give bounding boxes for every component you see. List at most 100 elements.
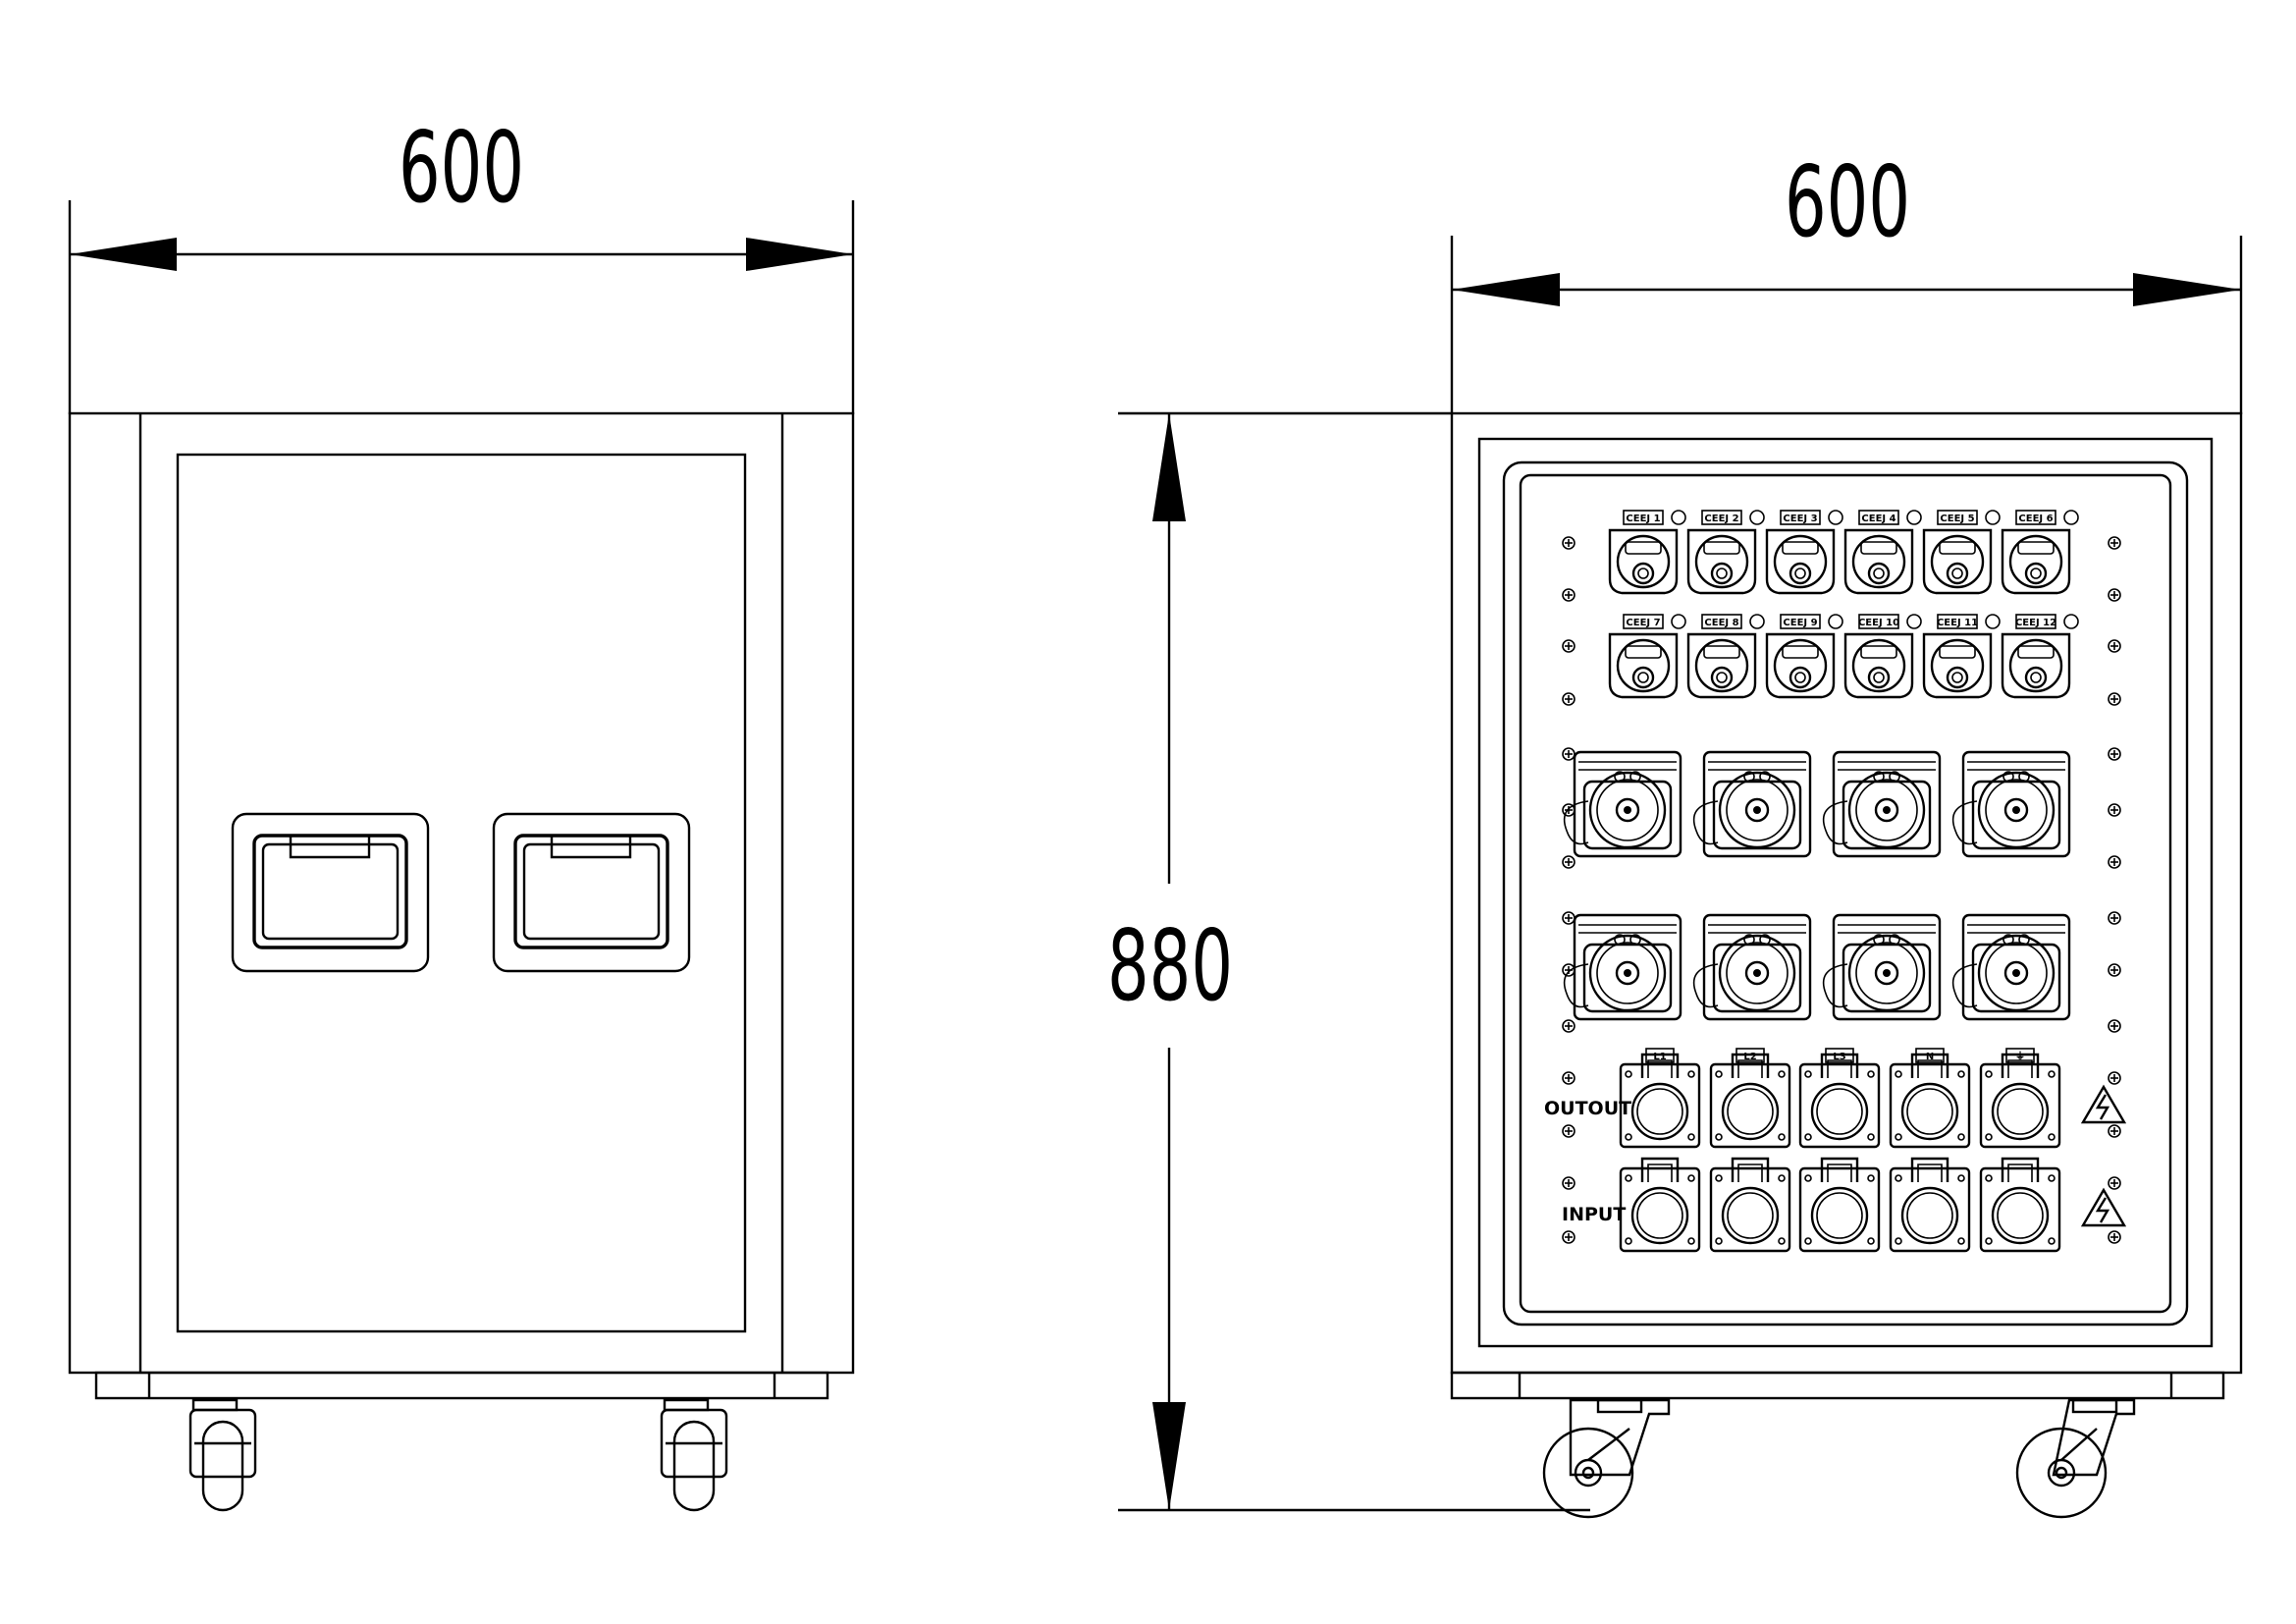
screw-icon: [2108, 855, 2121, 869]
screw-icon: [2108, 747, 2121, 761]
powerlock-socket[interactable]: [1951, 913, 2071, 1021]
ceeform-socket[interactable]: CEEJ 9: [1765, 614, 1843, 699]
ceeform-socket[interactable]: CEEJ 6: [2001, 510, 2079, 595]
arrow-head-icon: [1452, 273, 1560, 306]
ceeform-socket[interactable]: CEEJ 10: [1843, 614, 1922, 699]
output-socket[interactable]: L1: [1619, 1048, 1701, 1149]
ceeform-label: CEEJ 12: [2015, 618, 2056, 628]
handle-right: [492, 812, 691, 973]
connector-label: L3: [1833, 1052, 1845, 1062]
ceeform-socket[interactable]: CEEJ 7: [1608, 614, 1686, 699]
side-panel: [176, 453, 747, 1333]
arrow-head-icon: [70, 238, 177, 271]
ceeform-socket[interactable]: CEEJ 11: [1922, 614, 2001, 699]
right-width-dimension: 600: [1450, 144, 2243, 414]
screw-icon: [1562, 963, 1575, 977]
screw-icon: [2108, 588, 2121, 602]
caster-right: [660, 1398, 728, 1512]
left-width-label: 600: [399, 110, 524, 225]
input-socket[interactable]: [1709, 1157, 1791, 1253]
ceeform-label: CEEJ 1: [1626, 514, 1660, 524]
output-socket[interactable]: ⏚: [1979, 1048, 2061, 1149]
screw-icon: [1562, 639, 1575, 653]
ceeform-socket[interactable]: CEEJ 8: [1686, 614, 1765, 699]
arrow-head-icon: [1152, 413, 1186, 521]
warning-icon: [2080, 1187, 2127, 1227]
indicator-icon: [1749, 614, 1765, 629]
panel-screws: [1562, 536, 2121, 1244]
ceeform-socket[interactable]: CEEJ 1: [1608, 510, 1686, 595]
screw-icon: [1562, 747, 1575, 761]
ceeform-label: CEEJ 10: [1858, 618, 1899, 628]
input-socket[interactable]: [1889, 1157, 1971, 1253]
ceeform-label: CEEJ 6: [2018, 514, 2053, 524]
output-socket[interactable]: N: [1889, 1048, 1971, 1149]
powerlock-socket[interactable]: [1822, 750, 1942, 858]
arrow-head-icon: [746, 238, 853, 271]
powerlock-socket[interactable]: [1951, 750, 2071, 858]
screw-icon: [1562, 1176, 1575, 1190]
powerlock-socket[interactable]: [1563, 750, 1682, 858]
right-width-label: 600: [1785, 144, 1910, 259]
screw-icon: [1562, 588, 1575, 602]
ceeform-label: CEEJ 2: [1704, 514, 1738, 524]
powerlock-sockets: [1563, 750, 2071, 1021]
indicator-icon: [1671, 510, 1686, 525]
ceeform-socket[interactable]: CEEJ 4: [1843, 510, 1922, 595]
io-sockets: L1 L2 L3 N⏚: [1619, 1048, 2061, 1253]
screw-icon: [2108, 803, 2121, 817]
connector-label: L2: [1743, 1052, 1756, 1062]
indicator-icon: [1749, 510, 1765, 525]
screw-icon: [1562, 855, 1575, 869]
side-view: 600: [68, 110, 855, 1512]
screw-icon: [2108, 1124, 2121, 1138]
output-socket[interactable]: L3: [1798, 1048, 1881, 1149]
screw-icon: [1562, 1124, 1575, 1138]
case-body: [68, 411, 855, 1375]
indicator-icon: [1671, 614, 1686, 629]
front-bezel: [1502, 460, 2189, 1326]
powerlock-socket[interactable]: [1692, 750, 1812, 858]
ceeform-label: CEEJ 8: [1704, 618, 1738, 628]
front-base: [1450, 1371, 2225, 1400]
powerlock-socket[interactable]: [1563, 913, 1682, 1021]
screw-icon: [2108, 639, 2121, 653]
output-socket[interactable]: L2: [1709, 1048, 1791, 1149]
screw-icon: [2108, 911, 2121, 925]
screw-icon: [1562, 1019, 1575, 1033]
screw-icon: [2108, 1176, 2121, 1190]
ceeform-label: CEEJ 5: [1940, 514, 1974, 524]
front-panel: [1519, 473, 2172, 1314]
input-socket[interactable]: [1798, 1157, 1881, 1253]
indicator-icon: [2063, 614, 2079, 629]
screw-icon: [1562, 911, 1575, 925]
ceeform-socket[interactable]: CEEJ 3: [1765, 510, 1843, 595]
powerlock-socket[interactable]: [1822, 913, 1942, 1021]
ceeform-socket[interactable]: CEEJ 5: [1922, 510, 2001, 595]
screw-icon: [1562, 692, 1575, 706]
ceeform-label: CEEJ 11: [1937, 618, 1978, 628]
height-dimension: 880: [1107, 411, 1590, 1512]
warning-icon: [2080, 1084, 2127, 1124]
ceeform-label: CEEJ 4: [1861, 514, 1896, 524]
height-label: 880: [1107, 908, 1233, 1023]
powerlock-socket[interactable]: [1692, 913, 1812, 1021]
ceeform-socket[interactable]: CEEJ 12: [2001, 614, 2079, 699]
screw-icon: [2108, 1019, 2121, 1033]
ceeform-label: CEEJ 3: [1783, 514, 1817, 524]
front-frame: [1477, 437, 2214, 1348]
indicator-icon: [1985, 614, 2001, 629]
screw-icon: [2108, 536, 2121, 550]
screw-icon: [2108, 1230, 2121, 1244]
caster-left: [188, 1398, 257, 1512]
screw-icon: [2108, 963, 2121, 977]
ceeform-row-bottom: CEEJ 7 CEEJ 8 CEEJ 9 CEEJ 10 CEEJ 11 CEEJ 12: [1608, 614, 2079, 699]
screw-icon: [1562, 1071, 1575, 1085]
indicator-icon: [1828, 614, 1843, 629]
input-label: INPUT: [1562, 1204, 1626, 1225]
input-socket[interactable]: [1619, 1157, 1701, 1253]
ceeform-label: CEEJ 7: [1626, 618, 1660, 628]
ceeform-socket[interactable]: CEEJ 2: [1686, 510, 1765, 595]
front-view: 600 880 CEEJ 1 CEEJ 2 CEEJ 3 CEEJ 4 CEEJ 5 CE…: [1107, 144, 2243, 1519]
input-socket[interactable]: [1979, 1157, 2061, 1253]
